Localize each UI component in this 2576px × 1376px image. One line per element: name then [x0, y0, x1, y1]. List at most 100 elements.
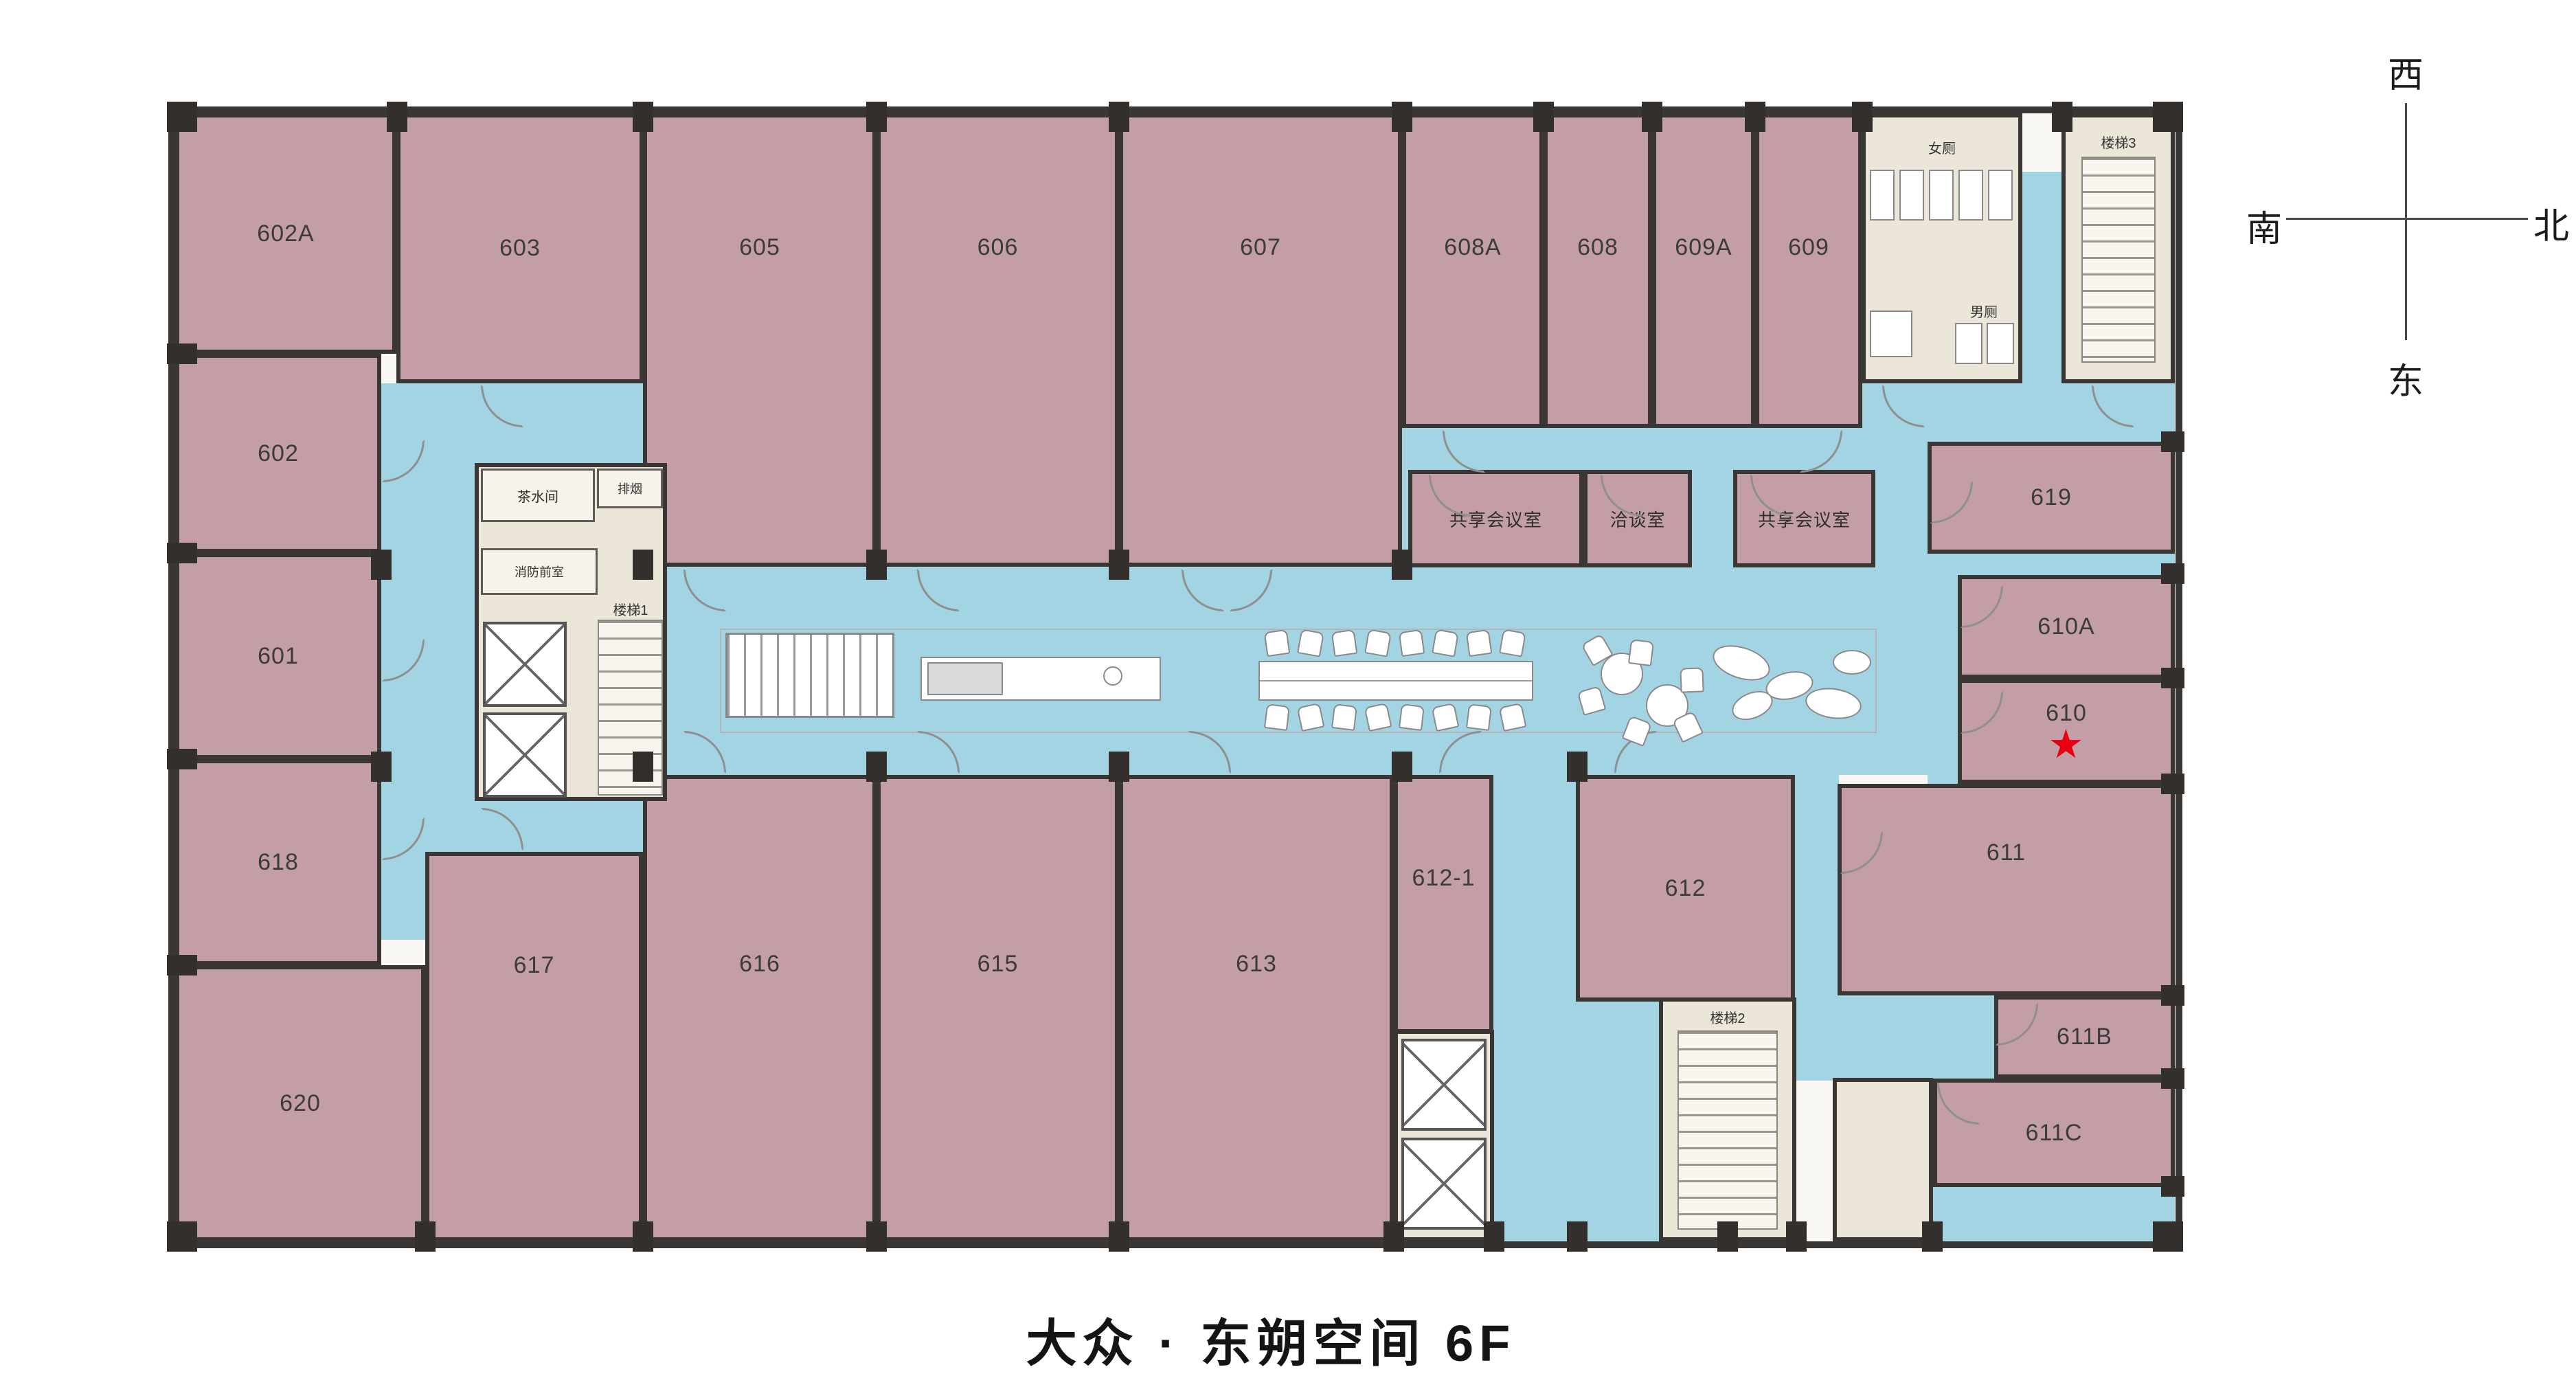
stair-2: [1677, 1030, 1778, 1230]
room-label: 611: [1986, 839, 2026, 866]
column-marker: [167, 102, 197, 132]
compass-west: 西: [2388, 56, 2424, 95]
corridor-segment: [2021, 172, 2062, 443]
room-616: 616: [643, 775, 877, 1241]
corridor-segment: [1928, 554, 1959, 787]
room-label: 619: [2031, 484, 2072, 510]
room-611c: 611C: [1933, 1079, 2175, 1187]
toilet-stall: [1870, 170, 1895, 221]
column-marker: [371, 752, 392, 782]
column-marker: [1109, 550, 1129, 580]
chair: [1263, 629, 1291, 657]
column-marker: [371, 550, 392, 580]
smoke-vent: 排烟: [597, 469, 663, 508]
washbasin: [1870, 311, 1912, 357]
room-612-1: 612-1: [1394, 775, 1493, 1033]
compass: 西 南 北 东: [2246, 38, 2570, 402]
room-label: 620: [280, 1090, 321, 1116]
room-618: 618: [175, 759, 381, 965]
column-marker: [1392, 102, 1412, 132]
column-marker: [633, 550, 653, 580]
compass-axis-horizontal: [2286, 218, 2528, 220]
fire-anteroom-label: 消防前室: [515, 565, 564, 579]
chair: [1398, 703, 1425, 731]
room-label: 610: [2046, 700, 2087, 726]
chair: [1297, 629, 1324, 657]
chair: [1296, 702, 1325, 732]
compass-south: 南: [2246, 210, 2283, 249]
room-label: 605: [739, 234, 780, 260]
room-label: 607: [1240, 234, 1281, 260]
corridor-segment: [1928, 554, 2175, 578]
fire-anteroom: 消防前室: [481, 548, 598, 595]
column-marker: [2161, 1176, 2184, 1197]
toilet-stall: [1955, 323, 1982, 364]
column-marker: [2161, 563, 2184, 584]
elevator-icon: [483, 712, 567, 798]
room-label: 609A: [1675, 234, 1732, 260]
room-label: 608A: [1444, 234, 1502, 260]
toilet-stall: [1987, 323, 2014, 364]
chair: [1432, 629, 1459, 657]
chair: [1398, 629, 1425, 657]
chair: [1465, 629, 1493, 657]
column-marker: [1383, 1221, 1404, 1252]
room-601: 601: [175, 553, 381, 759]
corridor-segment: [1576, 997, 1659, 1241]
column-marker: [2161, 1068, 2184, 1089]
room-label: 601: [258, 642, 299, 669]
room-605: 605: [643, 113, 877, 567]
tea-room-label: 茶水间: [517, 489, 558, 505]
column-marker: [2153, 102, 2183, 132]
column-marker: [1852, 102, 1873, 132]
reception-counter: [927, 662, 1003, 695]
stair-2-label: 楼梯2: [1710, 1011, 1745, 1026]
column-marker: [633, 752, 653, 782]
column-marker: [1922, 1221, 1943, 1252]
toilet-stall: [1899, 170, 1924, 221]
column-marker: [1484, 1221, 1504, 1252]
elevator-icon: [1401, 1039, 1487, 1131]
column-marker: [1567, 1221, 1588, 1252]
room-label: 613: [1236, 951, 1277, 977]
column-marker: [167, 543, 197, 563]
room-label: 617: [513, 952, 555, 978]
room-label: 608: [1577, 234, 1618, 260]
column-marker: [167, 343, 197, 364]
column-marker: [866, 752, 887, 782]
chair: [1364, 629, 1392, 657]
room-613: 613: [1119, 775, 1394, 1241]
compass-axis-vertical: [2405, 103, 2407, 340]
chair: [1431, 702, 1460, 732]
column-marker: [2161, 668, 2184, 688]
elevator-icon: [483, 622, 567, 707]
compass-north: 北: [2533, 207, 2570, 247]
column-marker: [1642, 102, 1662, 132]
column-marker: [2161, 774, 2184, 794]
stair-3-label: 楼梯3: [2101, 136, 2136, 151]
room-607: 607: [1119, 113, 1402, 567]
column-marker: [1392, 550, 1412, 580]
column-marker: [167, 955, 197, 975]
corridor-segment: [1862, 383, 2175, 445]
room-617: 617: [425, 852, 643, 1241]
room-602a: 602A: [175, 113, 396, 354]
corridor-segment: [1795, 995, 1996, 1079]
chair: [1499, 629, 1526, 657]
chair: [1465, 703, 1493, 731]
column-marker: [1109, 102, 1129, 132]
column-marker: [633, 1221, 653, 1252]
column-marker: [866, 550, 887, 580]
column-marker: [1786, 1221, 1807, 1252]
toilet-stall: [1988, 170, 2013, 221]
room-label: 611C: [2025, 1119, 2083, 1146]
room-negotiation: 洽谈室: [1583, 470, 1692, 567]
column-marker: [1109, 1221, 1129, 1252]
star-marker: ★: [2048, 722, 2085, 767]
long-table: [1258, 661, 1533, 701]
column-marker: [2153, 1221, 2183, 1252]
column-marker: [1745, 102, 1765, 132]
room-label: 616: [739, 951, 780, 977]
chair: [1498, 702, 1527, 732]
desk-stool: [1103, 666, 1122, 686]
